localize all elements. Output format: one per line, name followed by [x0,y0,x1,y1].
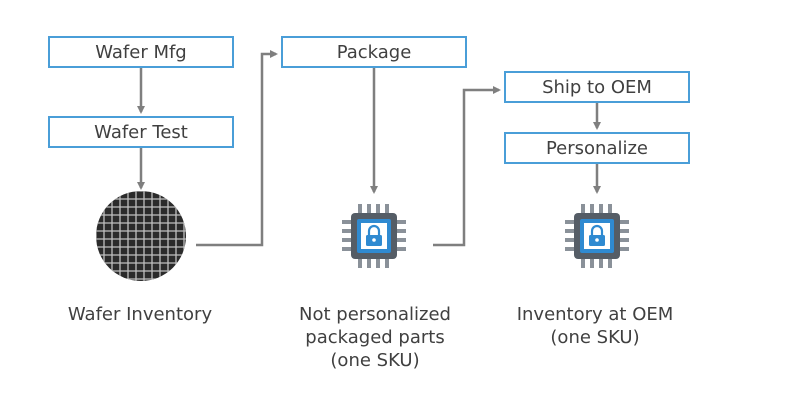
arrow-wafer-to-package [196,50,278,247]
package-label: Package [336,41,412,63]
ship-to-oem-label: Ship to OEM [542,76,652,98]
personalize-box: Personalize [504,132,690,164]
package-box: Package [281,36,467,68]
wafer-test-label: Wafer Test [94,121,188,143]
personalize-label: Personalize [545,137,649,159]
chip-lock-icon [565,204,629,268]
not-personalized-parts-caption: Not personalized packaged parts (one SKU… [299,304,451,371]
chip-lock-icon [342,204,406,268]
wafer-test-box: Wafer Test [48,116,234,148]
wafer-mfg-box: Wafer Mfg [48,36,234,68]
wafer-grid-icon [96,191,186,281]
arrow-parts-to-ship [433,86,501,247]
wafer-mfg-label: Wafer Mfg [95,41,187,63]
wafer-inventory-caption: Wafer Inventory [67,304,213,325]
inventory-at-oem-caption: Inventory at OEM (one SKU) [516,304,674,348]
ship-to-oem-box: Ship to OEM [504,71,690,103]
